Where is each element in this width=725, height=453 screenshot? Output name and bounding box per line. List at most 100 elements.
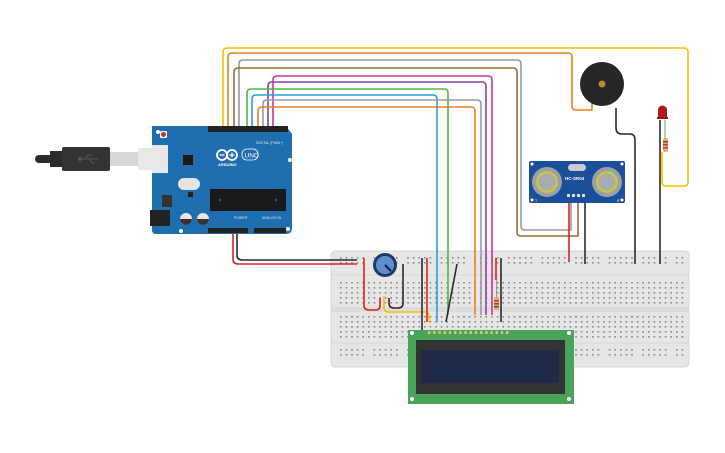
breadboard-hole[interactable] — [664, 262, 667, 264]
breadboard-hole[interactable] — [625, 297, 628, 299]
breadboard-hole[interactable] — [552, 326, 555, 328]
lcd-pin[interactable] — [485, 331, 488, 334]
breadboard-hole[interactable] — [670, 331, 672, 333]
breadboard-hole[interactable] — [379, 292, 381, 294]
breadboard-hole[interactable] — [424, 257, 426, 259]
breadboard-hole[interactable] — [614, 326, 616, 328]
breadboard-hole[interactable] — [664, 292, 667, 294]
breadboard-hole[interactable] — [351, 316, 353, 318]
breadboard-hole[interactable] — [463, 292, 465, 294]
breadboard-hole[interactable] — [676, 349, 678, 351]
breadboard-hole[interactable] — [620, 257, 622, 259]
breadboard-hole[interactable] — [659, 316, 661, 318]
breadboard-hole[interactable] — [608, 287, 611, 289]
lcd-pin[interactable] — [469, 331, 472, 334]
breadboard-hole[interactable] — [670, 282, 672, 284]
breadboard-hole[interactable] — [676, 326, 678, 328]
breadboard-hole[interactable] — [631, 331, 633, 333]
breadboard-hole[interactable] — [379, 316, 381, 318]
breadboard-hole[interactable] — [564, 287, 566, 289]
lcd-pin[interactable] — [448, 331, 452, 334]
breadboard-hole[interactable] — [396, 297, 398, 299]
breadboard-hole[interactable] — [412, 257, 415, 259]
breadboard-hole[interactable] — [681, 316, 684, 318]
breadboard-hole[interactable] — [586, 336, 588, 338]
breadboard-hole[interactable] — [642, 354, 644, 356]
breadboard-hole[interactable] — [340, 297, 342, 299]
breadboard-hole[interactable] — [513, 326, 516, 328]
breadboard-hole[interactable] — [586, 292, 588, 294]
breadboard-hole[interactable] — [524, 297, 527, 299]
breadboard-hole[interactable] — [468, 302, 471, 304]
breadboard-hole[interactable] — [620, 316, 622, 318]
breadboard-hole[interactable] — [575, 336, 577, 338]
breadboard-hole[interactable] — [575, 287, 577, 289]
breadboard-hole[interactable] — [373, 302, 376, 304]
breadboard-hole[interactable] — [340, 326, 342, 328]
breadboard-hole[interactable] — [513, 321, 516, 323]
breadboard-hole[interactable] — [524, 282, 527, 284]
breadboard-hole[interactable] — [356, 292, 359, 294]
breadboard-hole[interactable] — [564, 316, 566, 318]
breadboard-hole[interactable] — [351, 262, 353, 264]
lcd-pin[interactable] — [495, 331, 498, 334]
breadboard-hole[interactable] — [379, 287, 381, 289]
breadboard-hole[interactable] — [625, 326, 628, 328]
breadboard-hole[interactable] — [351, 292, 353, 294]
breadboard-hole[interactable] — [401, 331, 404, 333]
breadboard-hole[interactable] — [412, 316, 415, 318]
breadboard-hole[interactable] — [508, 262, 510, 264]
breadboard-hole[interactable] — [390, 297, 392, 299]
breadboard-hole[interactable] — [513, 302, 516, 304]
breadboard-hole[interactable] — [379, 336, 381, 338]
breadboard-hole[interactable] — [513, 262, 516, 264]
breadboard-hole[interactable] — [541, 262, 544, 264]
breadboard-hole[interactable] — [384, 297, 387, 299]
breadboard-hole[interactable] — [575, 262, 577, 264]
breadboard-hole[interactable] — [659, 292, 661, 294]
breadboard-hole[interactable] — [653, 321, 656, 323]
breadboard-hole[interactable] — [586, 316, 588, 318]
breadboard-hole[interactable] — [676, 257, 678, 259]
breadboard-hole[interactable] — [676, 262, 678, 264]
breadboard-hole[interactable] — [463, 287, 465, 289]
breadboard-hole[interactable] — [614, 354, 616, 356]
breadboard-hole[interactable] — [407, 292, 409, 294]
breadboard-hole[interactable] — [368, 287, 370, 289]
breadboard-hole[interactable] — [446, 326, 448, 328]
breadboard-hole[interactable] — [564, 302, 566, 304]
breadboard-hole[interactable] — [653, 326, 656, 328]
breadboard-hole[interactable] — [524, 316, 527, 318]
usb-cable[interactable] — [35, 147, 168, 171]
breadboard-hole[interactable] — [485, 321, 488, 323]
breadboard-hole[interactable] — [362, 354, 364, 356]
breadboard-hole[interactable] — [536, 287, 538, 289]
breadboard-hole[interactable] — [463, 282, 465, 284]
breadboard-hole[interactable] — [642, 336, 644, 338]
breadboard-hole[interactable] — [670, 321, 672, 323]
breadboard-hole[interactable] — [396, 292, 398, 294]
breadboard-hole[interactable] — [575, 257, 577, 259]
breadboard-hole[interactable] — [536, 326, 538, 328]
breadboard-hole[interactable] — [530, 257, 532, 259]
breadboard-hole[interactable] — [508, 302, 510, 304]
breadboard-hole[interactable] — [379, 349, 381, 351]
breadboard-hole[interactable] — [614, 331, 616, 333]
breadboard-hole[interactable] — [636, 326, 639, 328]
breadboard-hole[interactable] — [614, 321, 616, 323]
breadboard-hole[interactable] — [379, 321, 381, 323]
breadboard-hole[interactable] — [351, 349, 353, 351]
breadboard-hole[interactable] — [620, 354, 622, 356]
breadboard-hole[interactable] — [631, 302, 633, 304]
breadboard-hole[interactable] — [519, 321, 521, 323]
breadboard-hole[interactable] — [519, 302, 521, 304]
breadboard-hole[interactable] — [530, 297, 532, 299]
breadboard-hole[interactable] — [614, 336, 616, 338]
arduino-uno[interactable]: DIGITAL (PWM~) ARDUINO UNO POWER ANALOG … — [150, 126, 292, 234]
breadboard-hole[interactable] — [340, 349, 342, 351]
breadboard-hole[interactable] — [373, 326, 376, 328]
breadboard-hole[interactable] — [541, 326, 544, 328]
breadboard-hole[interactable] — [664, 349, 667, 351]
breadboard-hole[interactable] — [407, 321, 409, 323]
breadboard-hole[interactable] — [368, 326, 370, 328]
